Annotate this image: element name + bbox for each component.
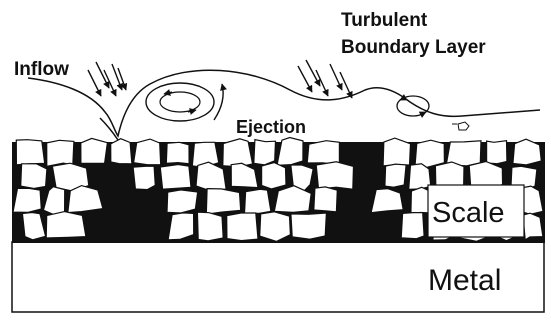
ejection-label: Ejection (236, 117, 306, 137)
scale-grain (81, 138, 108, 163)
scale-grain (260, 212, 291, 242)
scale-grain (197, 212, 223, 241)
scale-grain (371, 189, 403, 213)
scale-grain (133, 166, 155, 189)
scale-grain (223, 139, 253, 167)
scale-grain (16, 140, 44, 165)
scale-grain (401, 213, 424, 239)
scale-grain (307, 141, 339, 165)
scale-grain (262, 163, 286, 189)
scale-grain (68, 186, 103, 213)
ejection-arrow (214, 84, 223, 120)
scale-grain (160, 165, 191, 190)
scale-grain (487, 141, 507, 164)
eddy-left (146, 83, 214, 121)
scale-grain (21, 164, 47, 189)
scale-grain (291, 213, 327, 239)
scale-grain (277, 138, 303, 166)
inflow-notch (100, 118, 118, 140)
scale-grain (227, 213, 258, 241)
scale-grain (245, 189, 271, 213)
scale-grain (13, 188, 41, 212)
ejected-particle (452, 122, 469, 130)
scale-grain (167, 190, 198, 213)
scale-grain (314, 187, 338, 212)
scale-grain (111, 139, 132, 164)
turbulent-label-line1: Turbulent (341, 10, 428, 31)
scale-grain (206, 189, 240, 215)
scale-grain (46, 212, 86, 238)
inflow-arrows (88, 62, 126, 96)
scale-grain (168, 213, 194, 240)
turbulent-arrows (298, 60, 352, 98)
scale-label: Scale (432, 197, 505, 229)
metal-label: Metal (428, 264, 501, 297)
scale-grain (415, 140, 444, 167)
scale-grain (134, 139, 161, 165)
scale-grain (47, 140, 74, 166)
scale-grain (383, 138, 410, 166)
scale-grain (316, 162, 353, 189)
scale-grain (385, 164, 406, 187)
inflow-label: Inflow (14, 59, 69, 80)
scale-grain (523, 213, 543, 240)
scale-grain (254, 140, 276, 165)
eddy-right (397, 96, 429, 116)
turbulent-label-line2: Boundary Layer (341, 37, 486, 58)
scale-grain (166, 142, 189, 163)
